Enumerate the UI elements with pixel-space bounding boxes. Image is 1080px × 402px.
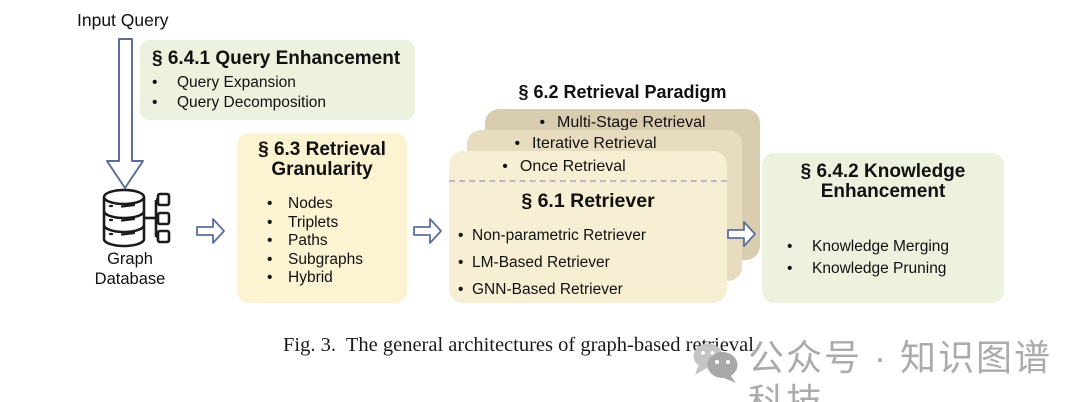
list-item: Triplets — [267, 214, 407, 233]
wechat-icon — [693, 343, 738, 383]
stack-item: • Once Retrieval — [449, 151, 727, 176]
stack-item: • Multi-Stage Retrieval — [485, 109, 760, 132]
knowledge-enhancement-title: § 6.4.2 Knowledge Enhancement — [800, 161, 966, 202]
retrieval-granularity-box: § 6.3 Retrieval Granularity Nodes Triple… — [237, 133, 407, 303]
list-item: Paths — [267, 232, 407, 251]
list-item: Knowledge Pruning — [787, 258, 1004, 280]
query-enhancement-box: § 6.4.1 Query Enhancement Query Expansio… — [140, 40, 415, 120]
right-arrow-icon — [727, 221, 756, 247]
knowledge-enhancement-list: Knowledge Merging Knowledge Pruning — [787, 236, 1004, 280]
list-item: Hybrid — [267, 269, 407, 288]
list-item: Query Decomposition — [152, 93, 415, 113]
retrieval-granularity-list: Nodes Triplets Paths Subgraphs Hybrid — [267, 195, 407, 288]
graph-database-icon — [102, 188, 171, 248]
dashed-divider — [449, 180, 727, 182]
list-item: LM-Based Retriever — [458, 249, 727, 276]
stack-item: • Iterative Retrieval — [467, 130, 742, 153]
knowledge-enhancement-box: § 6.4.2 Knowledge Enhancement Knowledge … — [762, 153, 1004, 303]
bullet-dot: • — [539, 114, 546, 131]
stack-item-label: Once Retrieval — [519, 158, 626, 175]
watermark-text: 公众号 · 知识图谱科技 — [748, 337, 1052, 402]
stack-item-label: Multi-Stage Retrieval — [557, 114, 706, 131]
list-item: Non-parametric Retriever — [458, 222, 727, 249]
stack-item-label: Iterative Retrieval — [532, 135, 657, 152]
retrieval-granularity-title: § 6.3 Retrieval Granularity — [258, 139, 386, 180]
list-item: Query Expansion — [152, 73, 415, 93]
bullet-dot: • — [502, 158, 508, 175]
right-arrow-icon — [413, 218, 442, 244]
graph-database-label: Graph Database — [94, 250, 166, 288]
down-arrow-icon — [106, 38, 144, 189]
bullet-dot: • — [514, 135, 521, 152]
list-item: Knowledge Merging — [787, 236, 1004, 258]
query-enhancement-title: § 6.4.1 Query Enhancement — [152, 48, 401, 69]
figure-caption: Fig. 3. The general architectures of gra… — [283, 334, 760, 356]
retriever-list: Non-parametric Retriever LM-Based Retrie… — [458, 222, 727, 303]
list-item: Subgraphs — [267, 251, 407, 270]
input-query-label: Input Query — [77, 10, 169, 30]
retrieval-paradigm-title: § 6.2 Retrieval Paradigm — [518, 82, 727, 102]
retriever-title: § 6.1 Retriever — [521, 190, 655, 212]
retriever-card: • Once Retrieval § 6.1 Retriever Non-para… — [449, 151, 727, 303]
query-enhancement-list: Query Expansion Query Decomposition — [152, 73, 415, 113]
list-item: GNN-Based Retriever — [458, 276, 727, 303]
right-arrow-icon — [196, 218, 225, 244]
list-item: Nodes — [267, 195, 407, 214]
